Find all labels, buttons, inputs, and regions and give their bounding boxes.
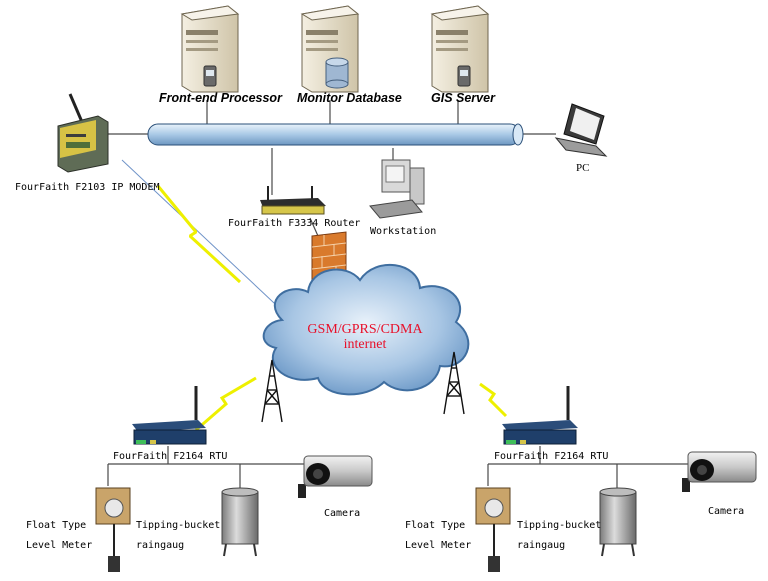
float-left-label-2: Level Meter <box>26 540 93 551</box>
modem-link <box>121 159 291 319</box>
float-right-label-2: Level Meter <box>405 540 472 551</box>
modem-label: FourFaith F2103 IP MODEM <box>15 182 160 193</box>
server-frontend-icon <box>180 5 240 93</box>
tipping-right-label-2: raingaug <box>517 540 566 551</box>
camera-left-label: Camera <box>324 508 361 519</box>
monitor-database-label: Monitor Database <box>297 91 402 105</box>
rtu-left-label: FourFaith F2164 RTU <box>113 451 228 462</box>
camera-right-label: Camera <box>708 506 745 517</box>
cloud-line-2: internet <box>343 337 387 352</box>
float-meter-right-icon <box>475 487 511 572</box>
rain-gauge-left-icon <box>221 487 259 557</box>
rain-gauge-right-icon <box>599 487 637 557</box>
tower-icon <box>443 351 465 415</box>
lightning-icon <box>156 185 242 284</box>
frontend-processor-label: Front-end Processor <box>159 91 282 105</box>
cloud-icon <box>262 263 470 396</box>
rtu-right-icon <box>502 386 578 445</box>
float-left-label-1: Float Type <box>26 520 87 531</box>
tower-icon <box>261 359 283 423</box>
ethernet-bus <box>147 123 524 146</box>
tipping-right-label-1: Tipping-bucket <box>517 520 602 531</box>
cloud-line-1: GSM/GPRS/CDMA <box>307 322 423 337</box>
laptop-icon <box>554 103 608 157</box>
lightning-icon <box>479 382 508 418</box>
float-right-label-1: Float Type <box>405 520 466 531</box>
camera-right-icon <box>682 451 757 492</box>
rtu-left-icon <box>132 386 207 445</box>
server-database-icon <box>300 5 360 93</box>
server-gis-icon <box>430 5 490 93</box>
tipping-left-label-2: raingaug <box>136 540 185 551</box>
workstation-icon <box>369 159 425 219</box>
modem-icon <box>57 93 109 173</box>
float-meter-left-icon <box>95 487 131 572</box>
workstation-label: Workstation <box>370 226 437 237</box>
tipping-left-label-1: Tipping-bucket <box>136 520 221 531</box>
pc-label: PC <box>576 162 590 174</box>
lightning-icon <box>195 376 257 432</box>
router-icon <box>260 186 326 215</box>
rtu-right-label: FourFaith F2164 RTU <box>494 451 609 462</box>
gis-server-label: GIS Server <box>431 91 495 105</box>
cloud-text: GSM/GPRS/CDMA internet <box>300 322 430 352</box>
camera-left-icon <box>298 455 373 498</box>
router-label: FourFaith F3334 Router <box>228 218 361 229</box>
